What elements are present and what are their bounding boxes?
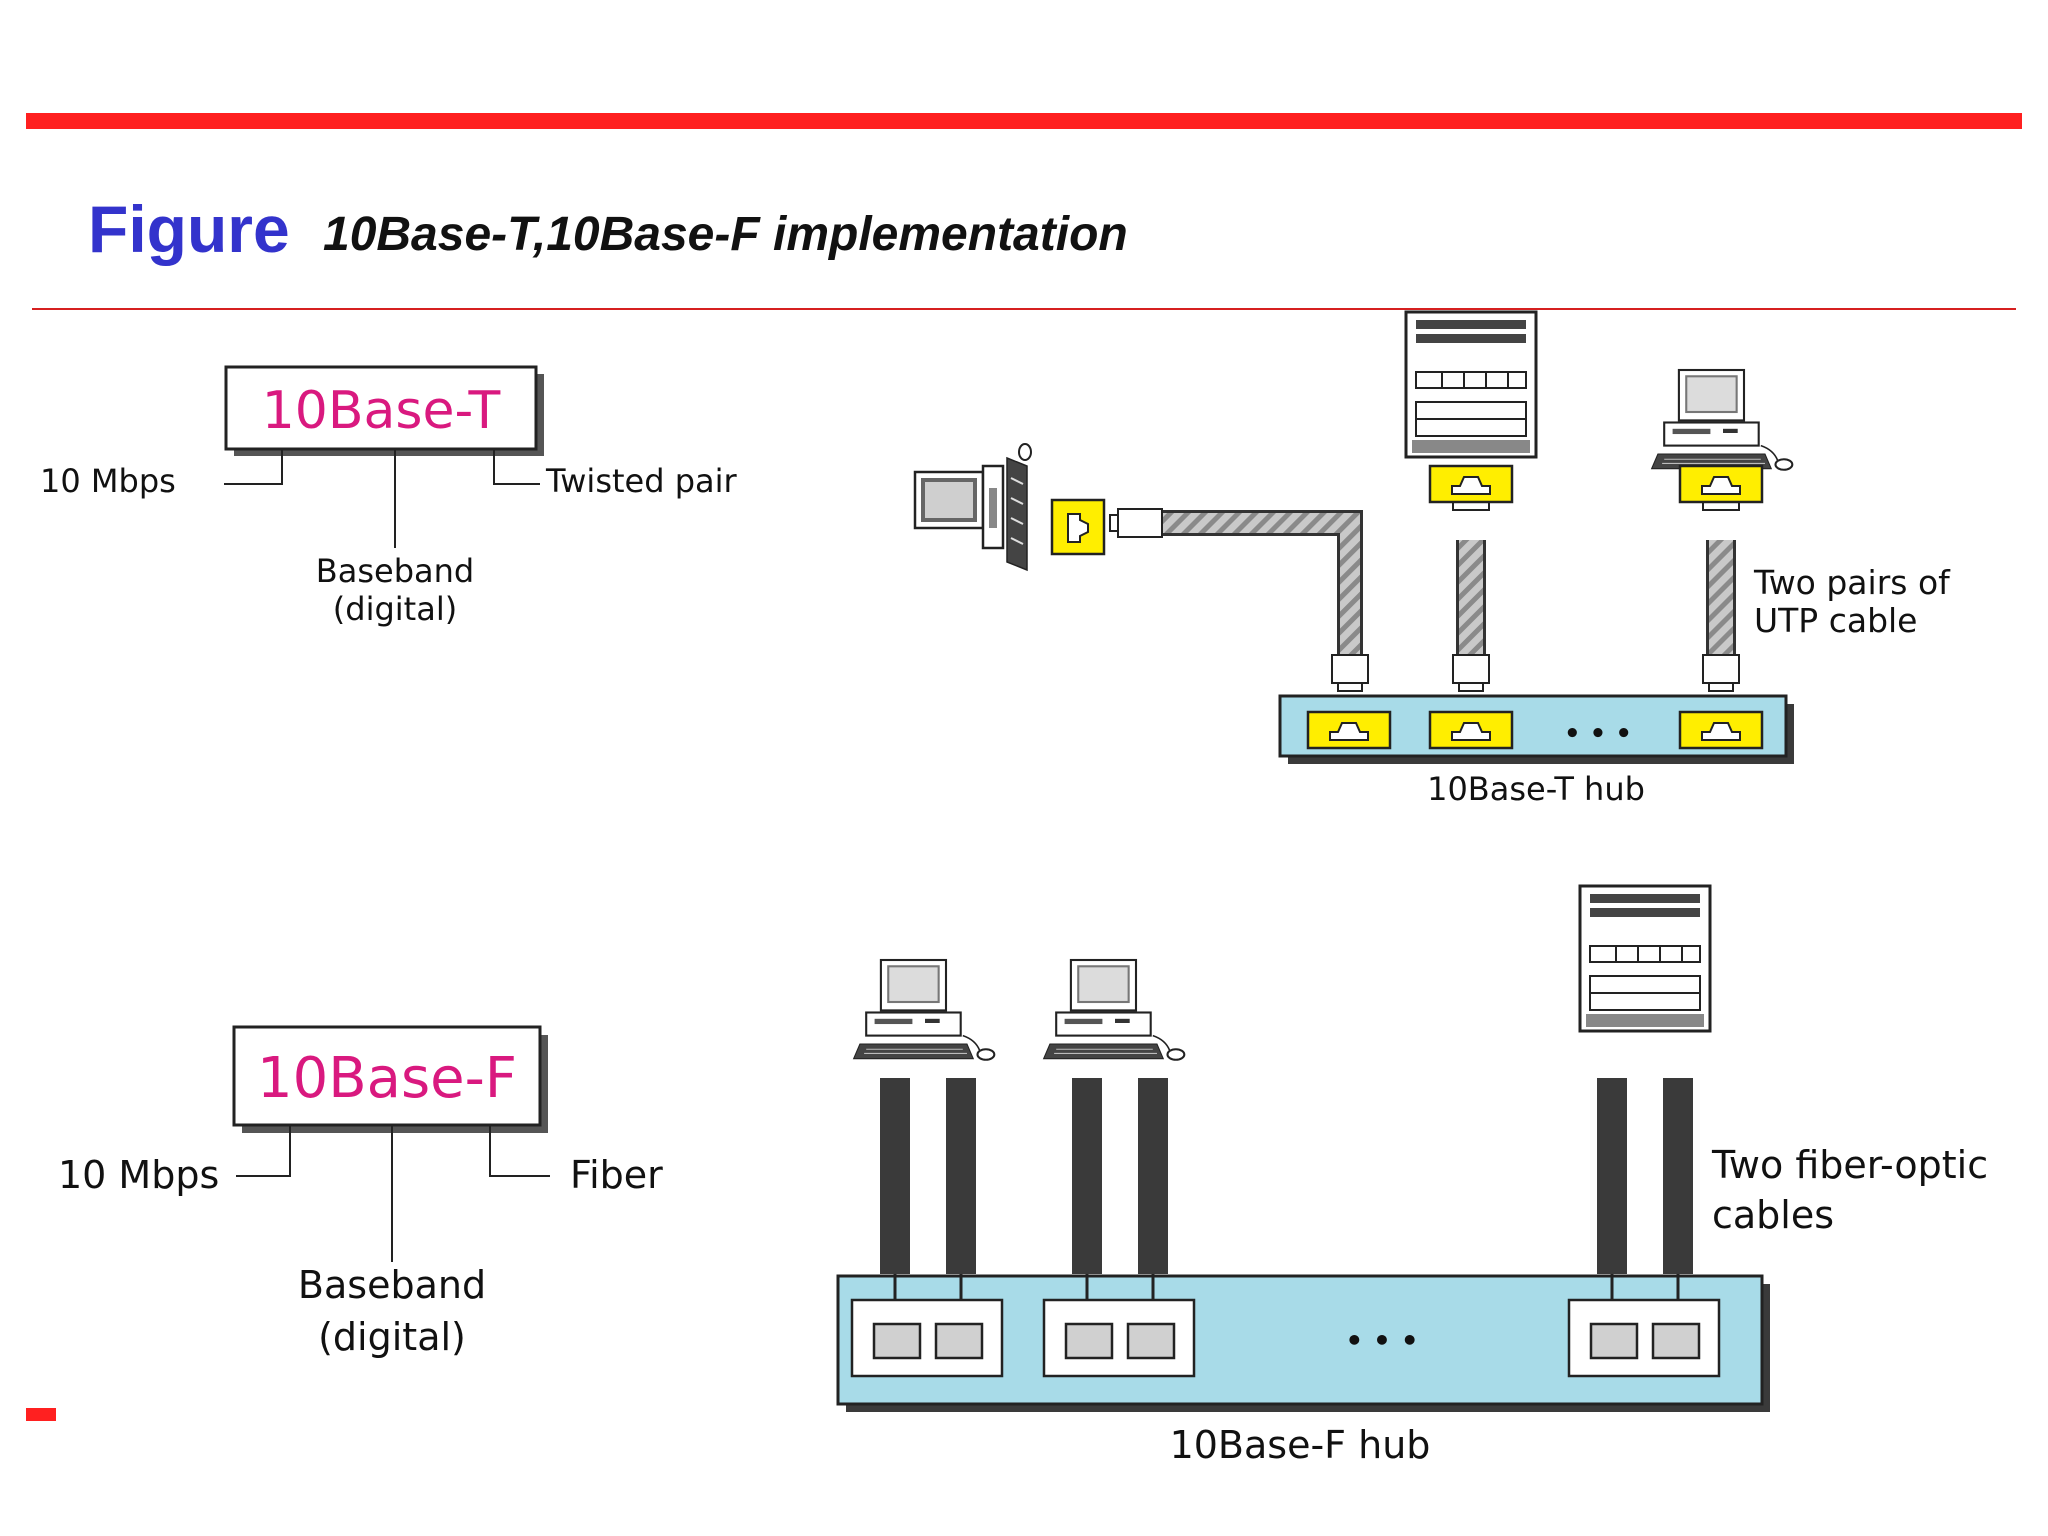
t-signal-line2: (digital) xyxy=(333,590,457,628)
t-hub-ellipsis: • • • xyxy=(1564,719,1632,749)
utp-cable-1 xyxy=(1162,513,1360,660)
t-rate-label: 10 Mbps xyxy=(40,462,176,500)
figure-title: 10Base-T,10Base-F implementation xyxy=(323,208,1128,261)
rj45-plug-hub-1 xyxy=(1331,654,1369,692)
f-signal-line1: Baseband xyxy=(298,1263,486,1307)
f-hub-port-3 xyxy=(1567,1298,1721,1378)
f-hub-label: 10Base-F hub xyxy=(1170,1423,1431,1467)
f-legend-box xyxy=(232,1025,542,1127)
corner-mark xyxy=(26,1408,56,1421)
f-hub-ellipsis: • • • xyxy=(1345,1324,1418,1357)
t-cable-line1: Two pairs of xyxy=(1753,563,1951,602)
f-hub-port-1 xyxy=(850,1298,1004,1378)
t-legend-code: 10Base-T xyxy=(262,381,501,441)
f-rate-label: 10 Mbps xyxy=(58,1153,219,1197)
f-signal-line2: (digital) xyxy=(318,1315,466,1359)
t-side-computer-icon xyxy=(913,443,1032,572)
f-cable-line2: cables xyxy=(1712,1193,1834,1237)
t-signal-line1: Baseband xyxy=(316,552,474,590)
t-server-port xyxy=(1428,464,1514,504)
t-hub-port-3 xyxy=(1678,710,1764,750)
t-workstation-port xyxy=(1678,464,1764,504)
f-legend: 10Base-F 10 Mbps Fiber Baseband (digital… xyxy=(58,1025,663,1359)
figure-prefix: Figure xyxy=(88,192,290,266)
t-legend-box xyxy=(224,365,538,451)
f-server-icon xyxy=(1578,884,1712,1033)
t-hub-port-2 xyxy=(1428,710,1514,750)
t-workstation-icon xyxy=(1650,368,1794,471)
f-medium-leader xyxy=(489,1125,550,1177)
utp-cable-outline-1 xyxy=(1162,510,1363,660)
fiber-cable-2 xyxy=(946,1078,976,1274)
f-rate-leader xyxy=(236,1125,291,1177)
rj45-plug-hub-3 xyxy=(1702,654,1740,692)
t-medium-label: Twisted pair xyxy=(545,462,738,500)
f-workstation-1-icon xyxy=(852,958,996,1061)
fiber-cable-5 xyxy=(1597,1078,1627,1274)
t-hub-label: 10Base-T hub xyxy=(1427,770,1645,808)
rj45-plug-hub-2 xyxy=(1452,654,1490,692)
f-medium-label: Fiber xyxy=(570,1153,663,1197)
t-legend: 10Base-T 10 Mbps Twisted pair Baseband (… xyxy=(40,365,738,628)
t-medium-leader xyxy=(493,449,540,485)
fiber-cable-6 xyxy=(1663,1078,1693,1274)
top-rule xyxy=(26,113,2022,129)
f-workstation-2-icon xyxy=(1042,958,1186,1061)
f-hub-port-2 xyxy=(1042,1298,1196,1378)
t-network: • • • 10Base-T hub Two pairs of UTP cabl… xyxy=(913,310,1951,808)
fiber-cable-3 xyxy=(1072,1078,1102,1274)
fiber-cable-4 xyxy=(1138,1078,1168,1274)
fiber-cable-1 xyxy=(880,1078,910,1274)
f-network: • • • 10Base-F hub Two fiber-optic cable… xyxy=(836,884,1988,1467)
t-side-computer-port xyxy=(1050,498,1106,556)
t-cable-line2: UTP cable xyxy=(1754,601,1918,640)
t-hub-port-1 xyxy=(1306,710,1392,750)
t-rate-leader xyxy=(224,449,283,485)
f-legend-code: 10Base-F xyxy=(257,1046,517,1111)
t-server-icon xyxy=(1404,310,1538,459)
f-cable-line1: Two fiber-optic xyxy=(1711,1143,1988,1187)
rj45-plug-laptop xyxy=(1109,508,1163,538)
